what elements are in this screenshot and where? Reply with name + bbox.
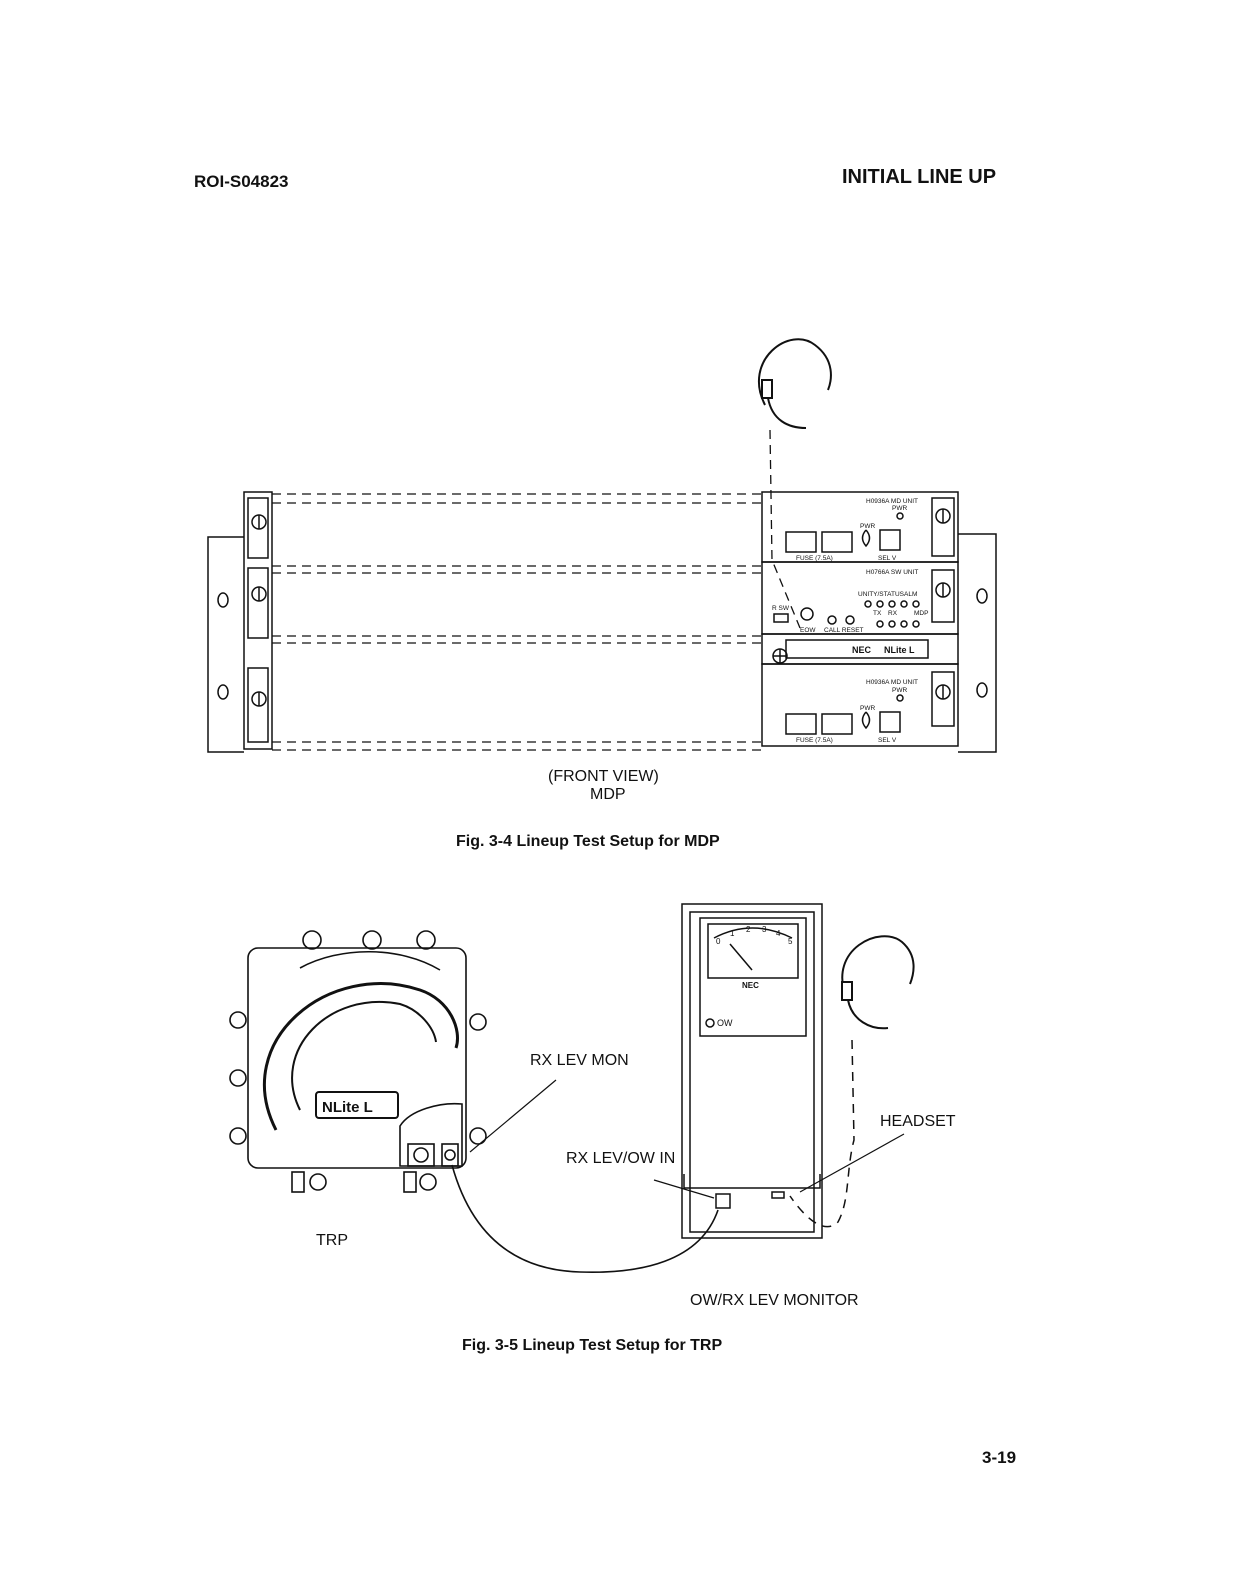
test-cable bbox=[451, 1164, 719, 1274]
svg-text:0: 0 bbox=[716, 937, 721, 946]
svg-text:SEL V: SEL V bbox=[878, 737, 897, 744]
svg-text:PWR: PWR bbox=[860, 705, 875, 712]
svg-text:MDP: MDP bbox=[914, 610, 928, 617]
svg-text:PWR: PWR bbox=[892, 505, 907, 512]
front-view-label: (FRONT VIEW) bbox=[548, 768, 659, 785]
mdp-panel-text: H0936A MD UNIT PWR PWR FUSE (7.5A) SEL V… bbox=[772, 498, 928, 744]
svg-text:UNITY/STATUS: UNITY/STATUS bbox=[858, 591, 905, 598]
svg-text:H0766A SW UNIT: H0766A SW UNIT bbox=[866, 569, 918, 576]
nec-logo: NEC bbox=[852, 645, 872, 655]
monitor-label: OW/RX LEV MONITOR bbox=[690, 1292, 859, 1309]
product-logo: NLite L bbox=[884, 645, 915, 655]
headset-icon bbox=[841, 935, 915, 1030]
meter-brand: NEC bbox=[742, 981, 759, 990]
rx-lev-ow-in-label: RX LEV/OW IN bbox=[566, 1150, 676, 1167]
svg-text:5: 5 bbox=[788, 937, 793, 946]
svg-text:2: 2 bbox=[746, 925, 751, 934]
headset-icon bbox=[757, 338, 832, 429]
svg-text:TX: TX bbox=[873, 610, 882, 617]
figure-3-4-caption: Fig. 3-4 Lineup Test Setup for MDP bbox=[456, 833, 720, 850]
svg-text:PWR: PWR bbox=[892, 687, 907, 694]
svg-text:SEL V: SEL V bbox=[878, 555, 897, 562]
leader-lines bbox=[469, 1079, 905, 1199]
svg-text:ALM: ALM bbox=[904, 591, 917, 598]
svg-text:H0936A MD UNIT: H0936A MD UNIT bbox=[866, 679, 918, 686]
figure-3-5-caption: Fig. 3-5 Lineup Test Setup for TRP bbox=[462, 1337, 723, 1354]
section-title: INITIAL LINE UP bbox=[842, 166, 997, 188]
page-number: 3-19 bbox=[982, 1448, 1017, 1467]
svg-text:R SW: R SW bbox=[772, 605, 790, 612]
ow-led-label: OW bbox=[717, 1018, 733, 1028]
mdp-dashed-lines bbox=[272, 429, 801, 751]
meter-scale: 0 1 2 3 4 5 bbox=[716, 925, 793, 946]
trp-badge: NLite L bbox=[322, 1099, 373, 1116]
svg-text:FUSE (7.5A): FUSE (7.5A) bbox=[796, 555, 833, 562]
svg-text:CALL RESET: CALL RESET bbox=[824, 627, 864, 634]
trp-label: TRP bbox=[316, 1232, 348, 1249]
ow-rx-lev-monitor bbox=[681, 903, 823, 1239]
mdp-label: MDP bbox=[590, 786, 626, 803]
headset-cord bbox=[789, 1039, 855, 1228]
svg-text:RX: RX bbox=[888, 610, 898, 617]
svg-text:3: 3 bbox=[762, 925, 767, 934]
svg-text:EOW: EOW bbox=[800, 627, 816, 634]
rx-lev-mon-label: RX LEV MON bbox=[530, 1052, 629, 1069]
svg-text:FUSE (7.5A): FUSE (7.5A) bbox=[796, 737, 833, 744]
trp-unit bbox=[229, 930, 487, 1193]
svg-text:PWR: PWR bbox=[860, 523, 875, 530]
headset-label: HEADSET bbox=[880, 1113, 956, 1130]
svg-text:1: 1 bbox=[730, 929, 735, 938]
svg-text:4: 4 bbox=[776, 929, 781, 938]
mdp-rack bbox=[207, 491, 997, 753]
svg-text:H0936A MD UNIT: H0936A MD UNIT bbox=[866, 498, 918, 505]
document-id: ROI-S04823 bbox=[194, 172, 289, 191]
